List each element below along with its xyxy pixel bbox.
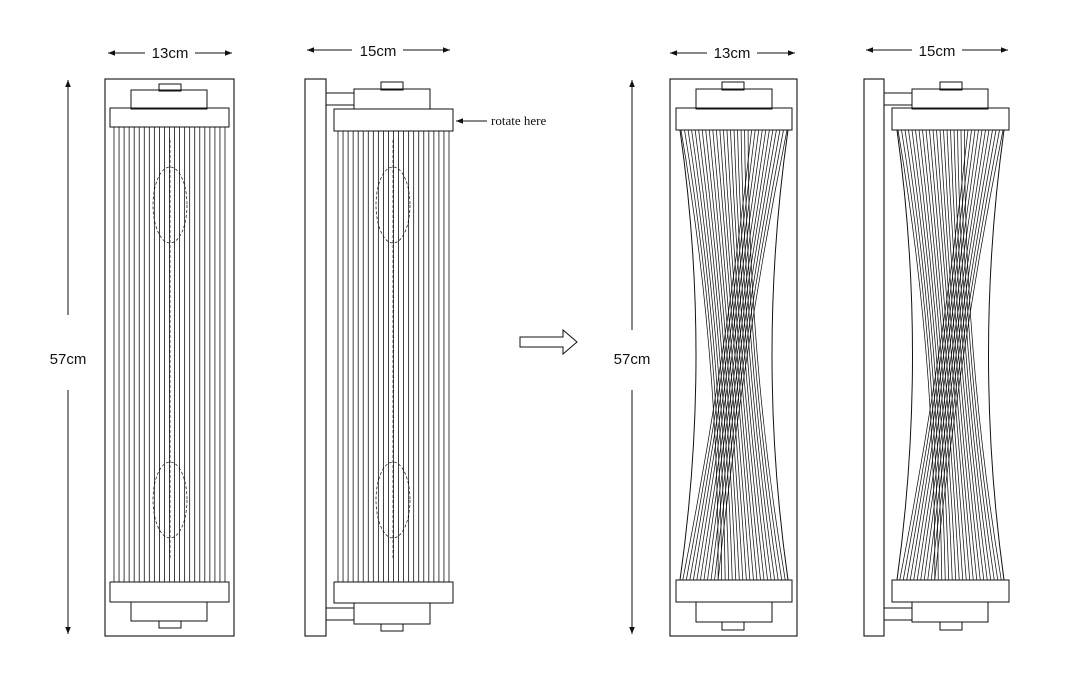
- width-label-side-twisted: 15cm: [919, 43, 956, 60]
- width-label-side: 15cm: [360, 43, 397, 60]
- front-view-straight: 13cm 57cm: [50, 45, 235, 637]
- side-view-straight: 15cm rotate here: [304, 43, 546, 637]
- width-label-front: 13cm: [152, 45, 189, 62]
- transform-arrow: [519, 328, 578, 356]
- front-view-twisted: 13cm 57cm: [614, 45, 798, 637]
- height-label-right: 57cm: [614, 351, 651, 368]
- width-label-front-twisted: 13cm: [714, 45, 751, 62]
- height-label-left: 57cm: [50, 351, 87, 368]
- side-view-twisted: 15cm: [863, 43, 1010, 637]
- rotate-here-note: rotate here: [491, 113, 546, 128]
